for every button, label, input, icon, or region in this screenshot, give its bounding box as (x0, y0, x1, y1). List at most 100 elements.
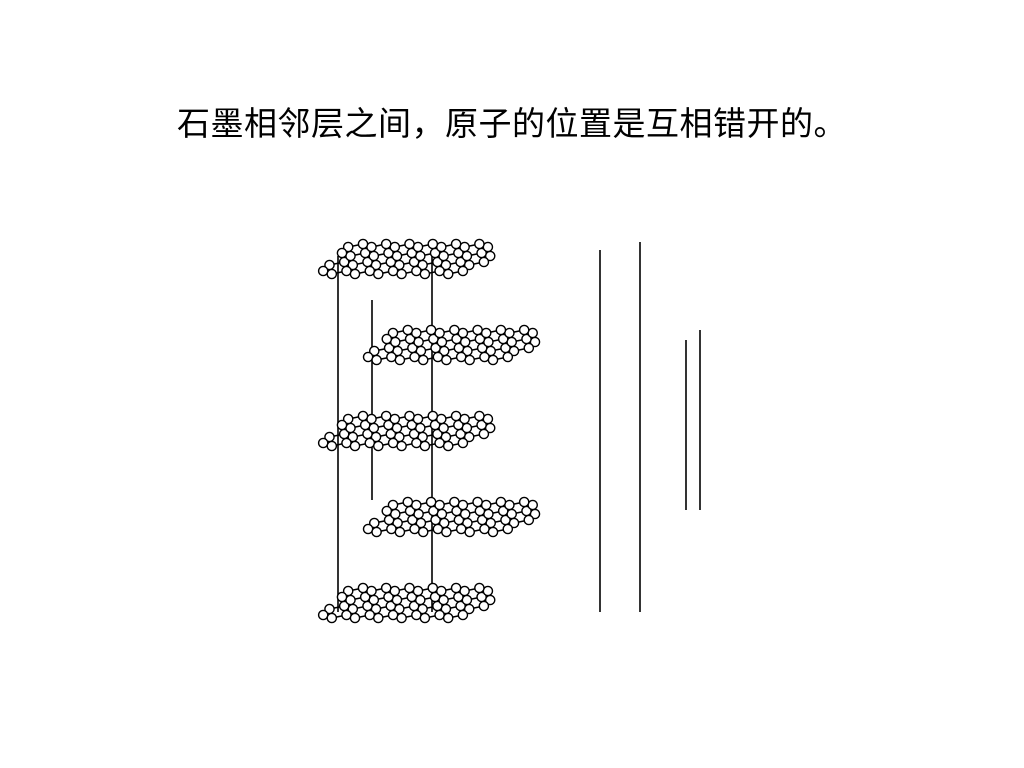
carbon-atom (487, 526, 499, 538)
carbon-atom (434, 265, 445, 277)
carbon-atom (502, 351, 514, 363)
carbon-atom (450, 410, 462, 422)
carbon-atom (427, 238, 439, 250)
carbon-atom (419, 268, 431, 280)
carbon-atom (336, 591, 348, 603)
carbon-atom (427, 410, 439, 422)
carbon-atom (387, 499, 399, 511)
carbon-atom (457, 265, 469, 277)
carbon-atom (357, 238, 369, 250)
carbon-atom (371, 526, 382, 538)
carbon-atom (464, 354, 476, 366)
carbon-atom (357, 410, 369, 422)
carbon-atom (409, 523, 420, 535)
carbon-atom (427, 582, 439, 594)
carbon-atom (434, 437, 445, 449)
carbon-atom (450, 238, 462, 250)
carbon-atom (326, 268, 338, 280)
carbon-atom (518, 496, 530, 508)
carbon-atom (487, 354, 499, 366)
carbon-atom (402, 324, 414, 336)
carbon-atom (371, 354, 382, 366)
carbon-atom (389, 241, 401, 253)
carbon-atom (449, 496, 460, 508)
graphite-structure-diagram (317, 238, 701, 624)
carbon-atom (472, 496, 483, 508)
carbon-atom (336, 247, 348, 259)
carbon-atom (425, 324, 437, 336)
carbon-atom (372, 440, 384, 452)
carbon-atom (480, 499, 492, 511)
carbon-atom (442, 268, 454, 280)
carbon-atom (317, 437, 329, 449)
carbon-atom (387, 327, 399, 339)
carbon-atom (404, 582, 415, 594)
carbon-atom (442, 440, 454, 452)
bond-lines (322, 243, 536, 619)
carbon-atom (449, 324, 460, 336)
carbon-atom (474, 410, 485, 422)
carbon-atom (396, 268, 407, 280)
carbon-atom (495, 496, 507, 508)
carbon-atom (518, 324, 530, 336)
carbon-atom (317, 609, 329, 621)
carbon-atom (474, 582, 485, 594)
carbon-atom (394, 526, 406, 538)
carbon-atom (457, 609, 469, 621)
carbon-atom (478, 600, 490, 612)
carbon-atom (441, 526, 452, 538)
carbon-atom (396, 440, 407, 452)
carbon-atom (450, 582, 462, 594)
carbon-atom (342, 585, 354, 597)
carbon-atom (357, 582, 369, 594)
carbon-atom (419, 440, 431, 452)
carbon-atom (368, 594, 380, 606)
carbon-atom (372, 612, 384, 624)
carbon-atom (380, 582, 392, 594)
carbon-atom (441, 354, 452, 366)
carbon-atom (380, 410, 392, 422)
carbon-atom (342, 241, 354, 253)
carbon-atom (457, 437, 469, 449)
carbon-atom (472, 324, 483, 336)
carbon-atom (404, 238, 415, 250)
carbon-atom (396, 612, 407, 624)
carbon-atom (389, 585, 401, 597)
carbon-atom (419, 612, 431, 624)
carbon-atom (394, 354, 406, 366)
atoms (317, 238, 541, 624)
carbon-atom (404, 410, 415, 422)
carbon-atom (349, 268, 361, 280)
carbon-atom (417, 526, 429, 538)
carbon-atom (442, 612, 454, 624)
carbon-atom (409, 351, 420, 363)
carbon-atom (523, 514, 535, 526)
carbon-atom (381, 333, 393, 345)
interlayer-lines (337, 242, 701, 612)
carbon-atom (523, 342, 535, 354)
carbon-atom (478, 256, 490, 268)
carbon-atom (349, 440, 361, 452)
carbon-atom (326, 612, 338, 624)
carbon-atom (495, 324, 507, 336)
carbon-atom (425, 496, 437, 508)
carbon-atom (326, 440, 338, 452)
carbon-atom (349, 612, 361, 624)
carbon-atom (380, 238, 392, 250)
carbon-atom (336, 419, 348, 431)
carbon-atom (459, 508, 471, 520)
carbon-atom (464, 526, 476, 538)
carbon-atom (478, 428, 490, 440)
carbon-atom (368, 250, 380, 262)
carbon-atom (459, 336, 471, 348)
carbon-atom (342, 413, 354, 425)
carbon-atom (381, 505, 393, 517)
carbon-atom (502, 523, 514, 535)
carbon-atom (434, 609, 445, 621)
carbon-atom (417, 354, 429, 366)
carbon-atom (368, 422, 380, 434)
carbon-atom (402, 496, 414, 508)
slide-caption: 石墨相邻层之间，原子的位置是互相错开的。 (177, 104, 847, 143)
carbon-atom (480, 327, 492, 339)
